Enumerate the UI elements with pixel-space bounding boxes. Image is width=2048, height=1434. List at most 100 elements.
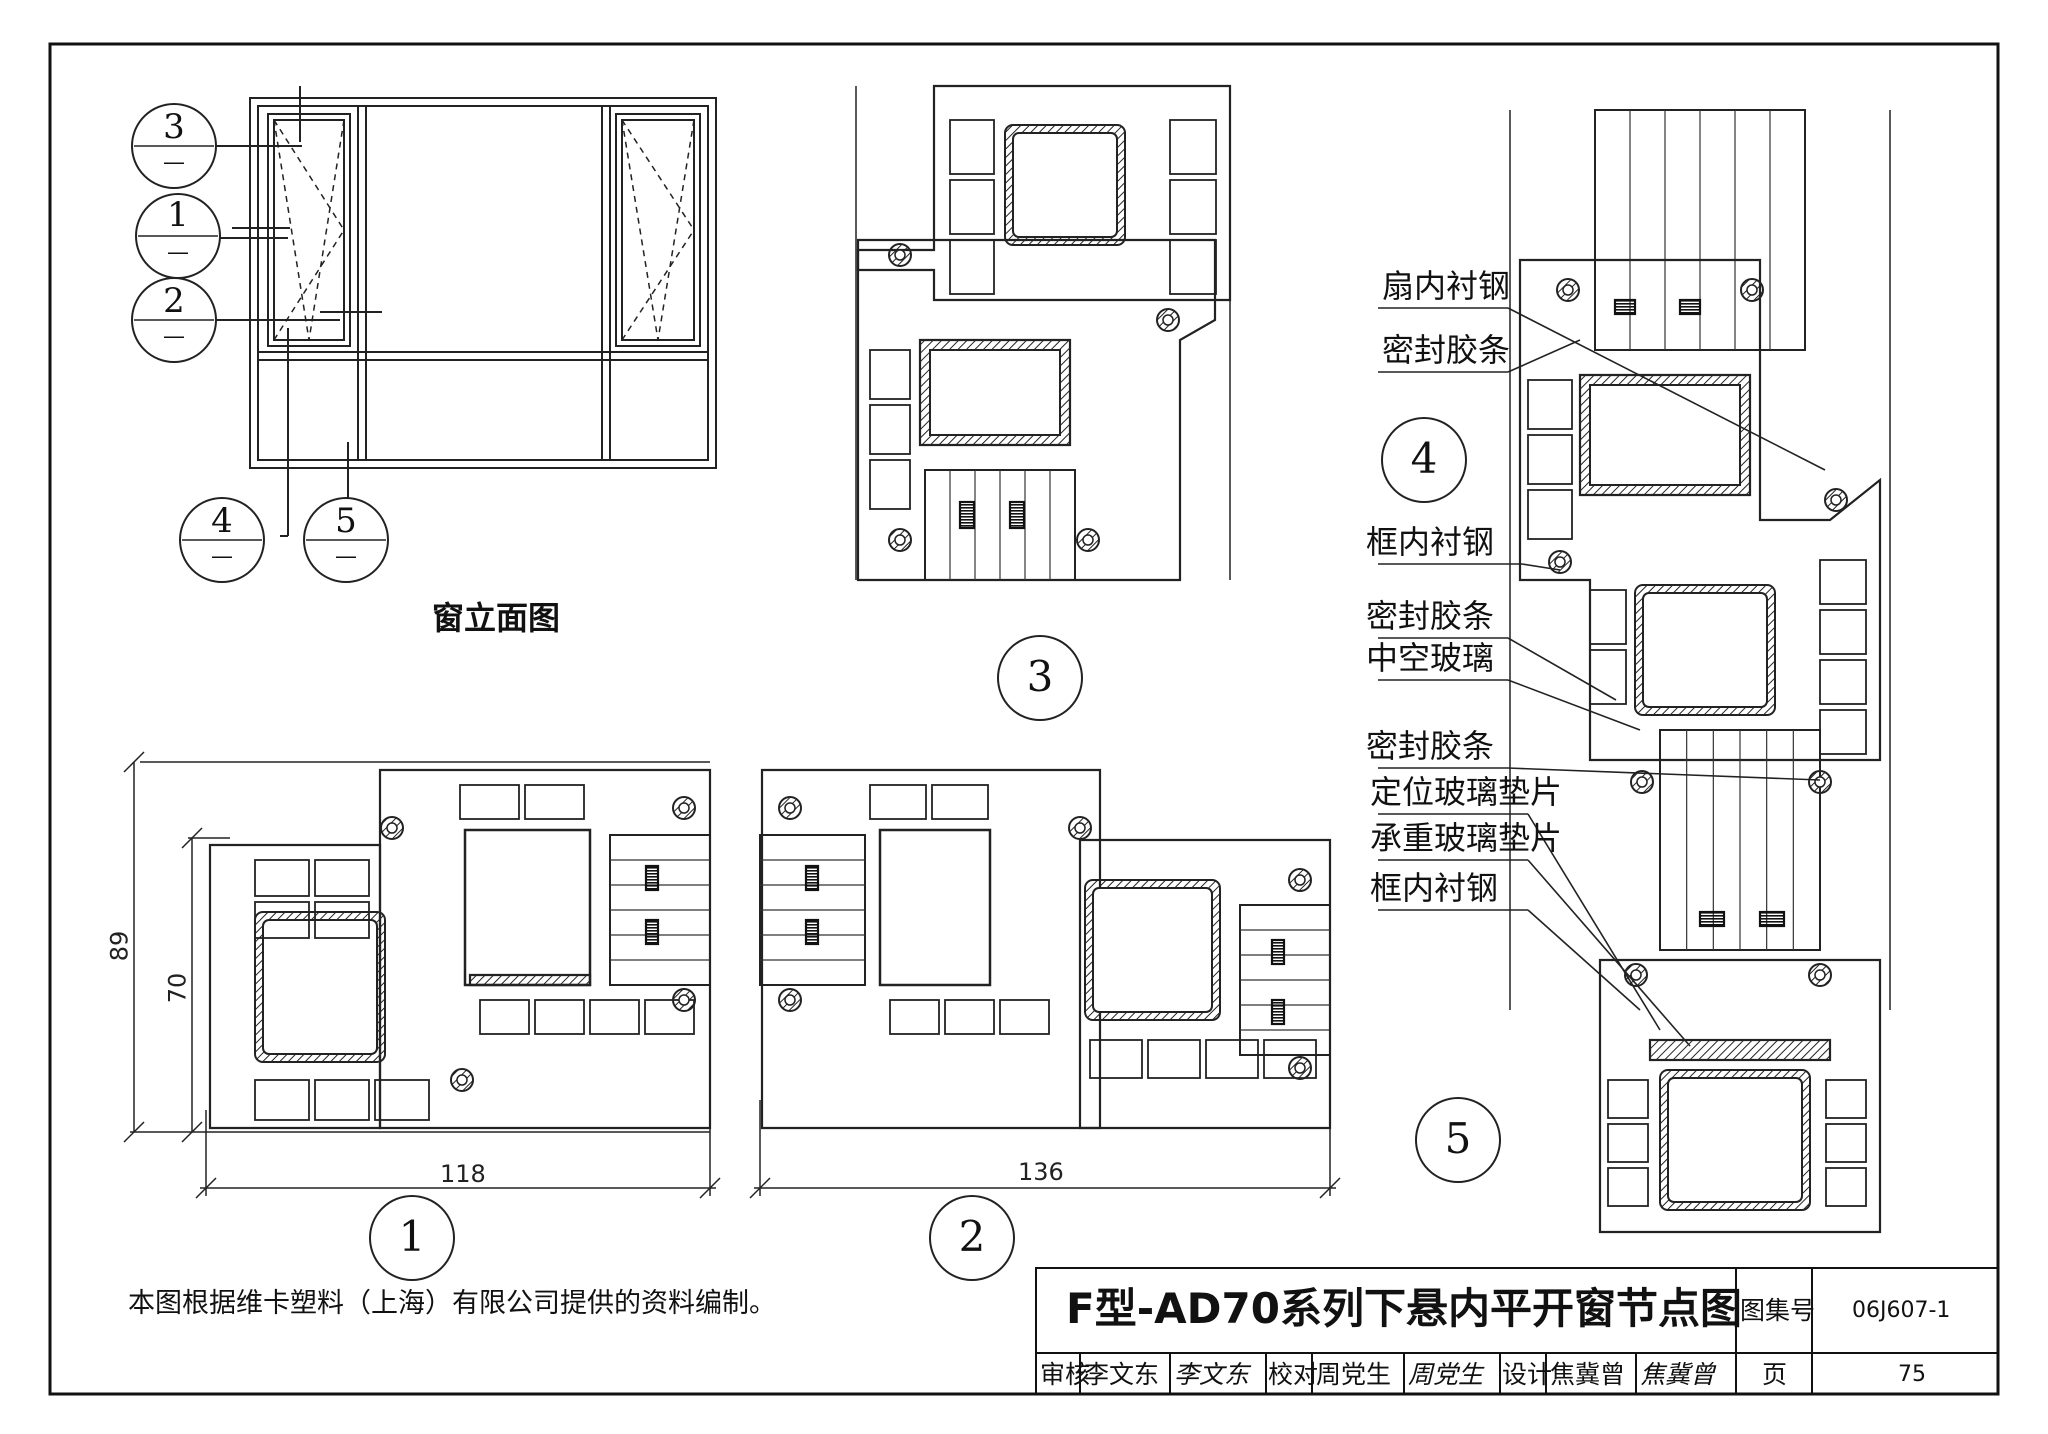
detail-1-gasket-2-core: [678, 802, 690, 814]
detail-4-gasket-1-core: [1562, 284, 1574, 296]
callout-circles: [131, 103, 389, 583]
label-seal-strip-2: 密封胶条: [1366, 597, 1495, 635]
detail-2-sash-core: [878, 828, 992, 987]
detail-3-sash-steel-inner: [929, 349, 1061, 436]
designer-signature: 焦冀曾: [1640, 1360, 1716, 1389]
detail-5-gasket-4-core: [1814, 969, 1826, 981]
detail-circles: [369, 417, 1501, 1281]
detail-3-number: 3: [1026, 652, 1054, 701]
callout-2-number: 2: [163, 281, 185, 321]
detail-4-setting-block: [1678, 298, 1702, 316]
detail-2-sash-chamber: [944, 999, 995, 1035]
sheet-border: [48, 42, 2000, 1396]
dimension-70: 70: [163, 972, 192, 1004]
detail-3-gasket-bottom-left-core: [894, 534, 906, 546]
dimension-118: 118: [440, 1160, 486, 1188]
review-label: 审核: [1040, 1360, 1091, 1389]
detail-1-frame-chamber: [314, 1079, 370, 1121]
detail-3-frame-chamber: [1169, 119, 1217, 175]
atlas-number: 06J607-1: [1852, 1298, 1951, 1323]
check-label: 校对: [1268, 1360, 1319, 1389]
callout-4-number: 4: [211, 501, 233, 541]
detail-4-sash-chamber: [1527, 434, 1573, 485]
detail-1-sash-chamber: [459, 784, 520, 820]
detail-1-frame-chamber: [254, 859, 310, 897]
dimension-lines: [123, 751, 1341, 1199]
callout-3-number: 3: [163, 107, 185, 147]
detail-2-sash-chamber: [999, 999, 1050, 1035]
callout-3-sub: —: [163, 150, 185, 175]
detail-2-sash-chamber: [889, 999, 940, 1035]
detail-2-sash-outline: [760, 768, 1102, 1130]
label-leaders: [1378, 307, 1826, 1047]
detail-3-gasket-right-core: [1162, 314, 1174, 326]
detail-3-frame-chamber: [949, 179, 995, 235]
detail-1-frame-chamber: [254, 901, 310, 939]
detail-2-gasket-1-core: [784, 802, 796, 814]
detail-3-gasket-top-core: [894, 249, 906, 261]
detail-5-setting-block: [1758, 910, 1786, 928]
detail-5-bearing-pad: [1648, 1038, 1832, 1062]
detail-3-frame-chamber: [949, 119, 995, 175]
detail-1-frame-chamber: [374, 1079, 430, 1121]
detail-2-mullion-chamber: [1205, 1039, 1259, 1079]
page-number: 75: [1898, 1362, 1926, 1387]
detail-3-sash-chamber: [869, 459, 911, 510]
reviewer-name: 李文东: [1084, 1360, 1160, 1389]
title-block: [1035, 1267, 1999, 1395]
drawing-title: F型-AD70系列下悬内平开窗节点图: [1066, 1284, 1742, 1333]
detail-3-gasket-bottom-right-core: [1082, 534, 1094, 546]
detail-5-frame-chamber: [1825, 1167, 1867, 1207]
design-label: 设计: [1502, 1360, 1553, 1389]
detail-4-frame-steel-inner: [1642, 592, 1768, 708]
callout-1-number: 1: [167, 195, 189, 235]
detail-1-sash-chamber: [479, 999, 530, 1035]
detail-5-setting-block: [1698, 910, 1726, 928]
detail-1-sash-core: [463, 828, 592, 987]
detail-1-frame-chamber: [314, 859, 370, 897]
detail-4-sash-chamber: [1527, 379, 1573, 430]
detail-5-gasket-1-core: [1636, 776, 1648, 788]
detail-2-gasket-2-core: [784, 994, 796, 1006]
detail-1-sash-chamber: [644, 999, 695, 1035]
callout-2-sub: —: [163, 324, 185, 349]
checker-signature: 周党生: [1408, 1360, 1484, 1389]
detail-2-gasket-4-core: [1294, 874, 1306, 886]
label-insulated-glass: 中空玻璃: [1366, 639, 1495, 677]
detail-4-sash-outline: [1518, 258, 1882, 762]
detail-5-number: 5: [1444, 1114, 1472, 1163]
detail-5-frame-chamber: [1607, 1079, 1649, 1119]
detail-3-sash-chamber: [869, 349, 911, 400]
label-seal-strip-1: 密封胶条: [1382, 331, 1511, 369]
label-seal-strip-3: 密封胶条: [1366, 727, 1495, 765]
detail-2-mullion-chamber: [1147, 1039, 1201, 1079]
detail-4-gasket-3-core: [1554, 556, 1566, 568]
detail-2-setting-block: [804, 918, 820, 946]
detail-5-frame-chamber: [1825, 1079, 1867, 1119]
detail-2-setting-block: [1270, 938, 1286, 966]
elevation-title: 窗立面图: [432, 599, 561, 637]
dimension-89: 89: [105, 930, 134, 962]
detail-2-gasket-5-core: [1294, 1062, 1306, 1074]
source-note: 本图根据维卡塑料（上海）有限公司提供的资料编制。: [128, 1288, 776, 1319]
detail-1-gasket-4-core: [456, 1074, 468, 1086]
detail-3-frame-chamber: [1169, 239, 1217, 295]
dimension-136: 136: [1018, 1158, 1064, 1186]
detail-1-sash-chamber: [589, 999, 640, 1035]
detail-2-mullion-chamber: [1089, 1039, 1143, 1079]
detail-2-mullion-steel-inner: [1092, 887, 1213, 1013]
window-elevation: [194, 86, 717, 537]
atlas-label: 图集号: [1740, 1296, 1816, 1325]
detail-4-setting-block: [1613, 298, 1637, 316]
detail-2-sash-chamber: [931, 784, 989, 820]
designer-name: 焦冀曾: [1550, 1360, 1626, 1389]
detail-1-sash-steel: [468, 973, 592, 987]
callout-5-number: 5: [335, 501, 357, 541]
detail-4-sash-chamber: [1527, 489, 1573, 540]
detail-3-sash-chamber: [869, 404, 911, 455]
checker-name: 周党生: [1316, 1360, 1392, 1389]
detail-5-gasket-3-core: [1630, 969, 1642, 981]
detail-5-frame-chamber: [1607, 1123, 1649, 1163]
detail-5-gasket-2-core: [1814, 776, 1826, 788]
detail-2-mullion-chamber: [1263, 1039, 1317, 1079]
